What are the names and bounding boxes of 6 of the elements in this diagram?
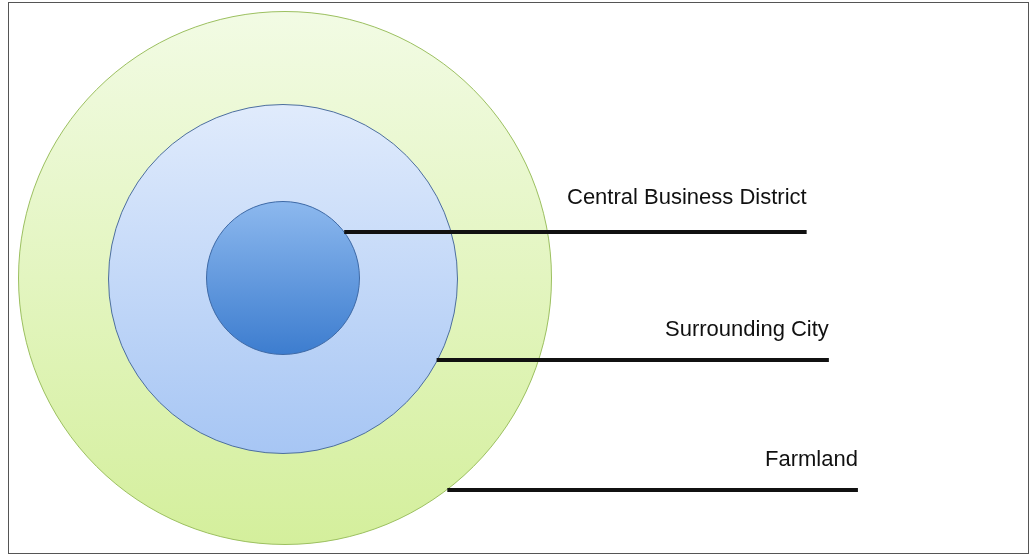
leader-line <box>447 488 858 492</box>
zone-label: Farmland <box>765 446 858 488</box>
zone-label: Central Business District <box>567 184 807 230</box>
leader-line <box>344 230 807 234</box>
leader-line <box>436 358 829 362</box>
zone-label: Surrounding City <box>665 316 829 358</box>
